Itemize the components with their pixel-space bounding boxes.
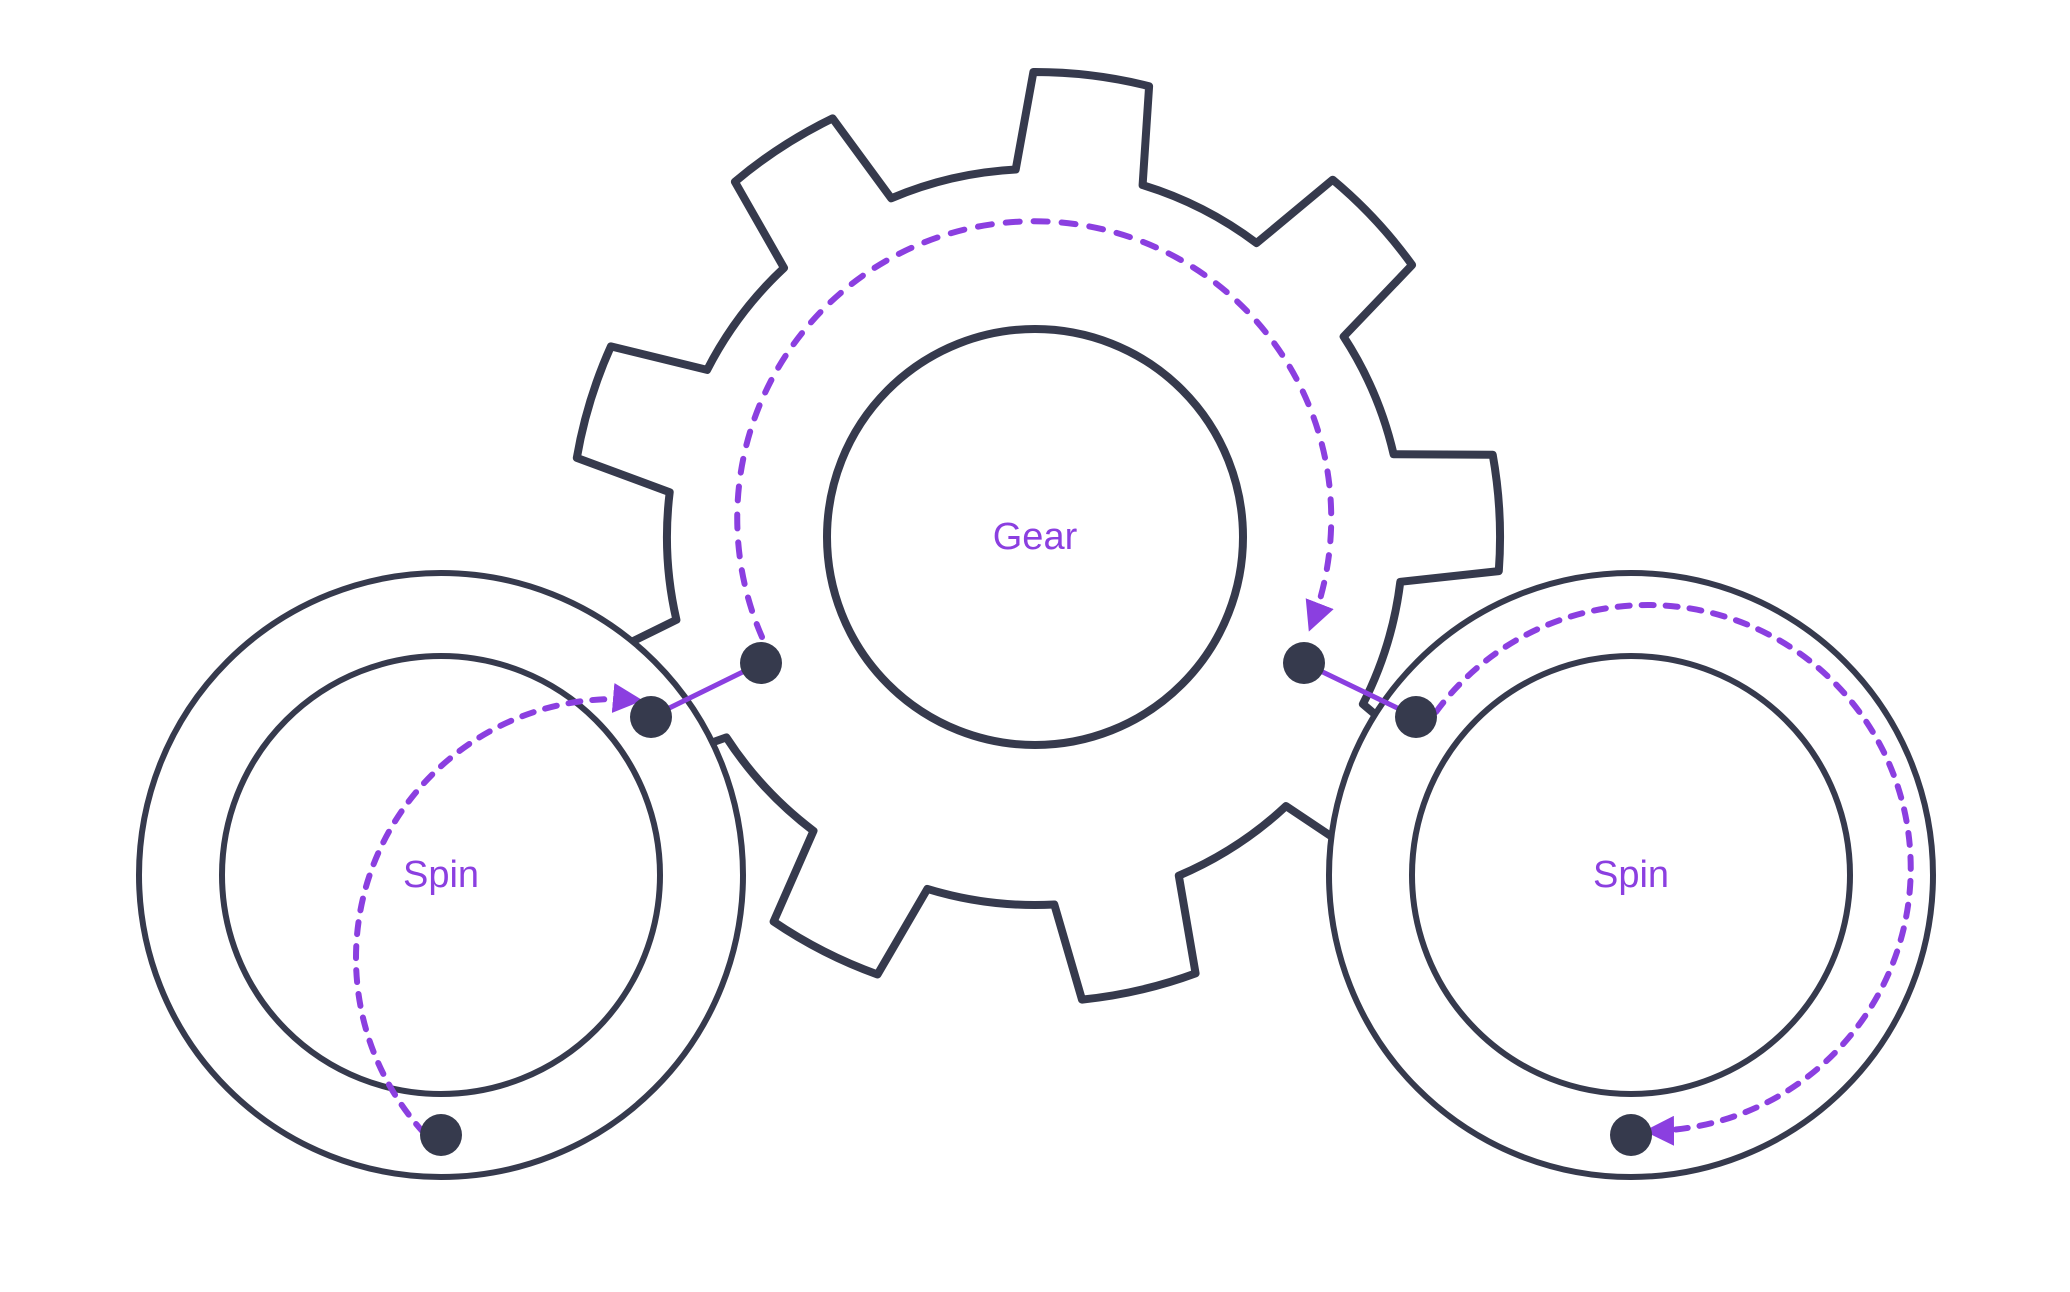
left-spin-label: Spin — [403, 854, 479, 896]
left-spin-top-dot — [630, 696, 672, 738]
left-spin-outer-ring — [136, 570, 746, 1180]
gear-rotation-arrow — [734, 218, 1335, 640]
right-spin-bottom-dot — [1610, 1114, 1652, 1156]
gear-left-dot — [740, 642, 782, 684]
gear-outline — [572, 67, 1505, 1004]
gear-right-dot — [1283, 642, 1325, 684]
left-spin-bottom-dot — [420, 1114, 462, 1156]
right-spin-top-dot — [1395, 696, 1437, 738]
right-spin-outer-ring — [1326, 570, 1936, 1180]
gear-label: Gear — [993, 516, 1078, 558]
right-spin-label: Spin — [1593, 854, 1669, 896]
left-spin-rotation-arrow — [353, 683, 643, 1136]
left-spin-inner-circle — [219, 653, 663, 1097]
right-spin-inner-circle — [1409, 653, 1853, 1097]
right-spin-rotation-arrow — [1433, 602, 1914, 1146]
gear-hub-circle — [823, 325, 1247, 749]
